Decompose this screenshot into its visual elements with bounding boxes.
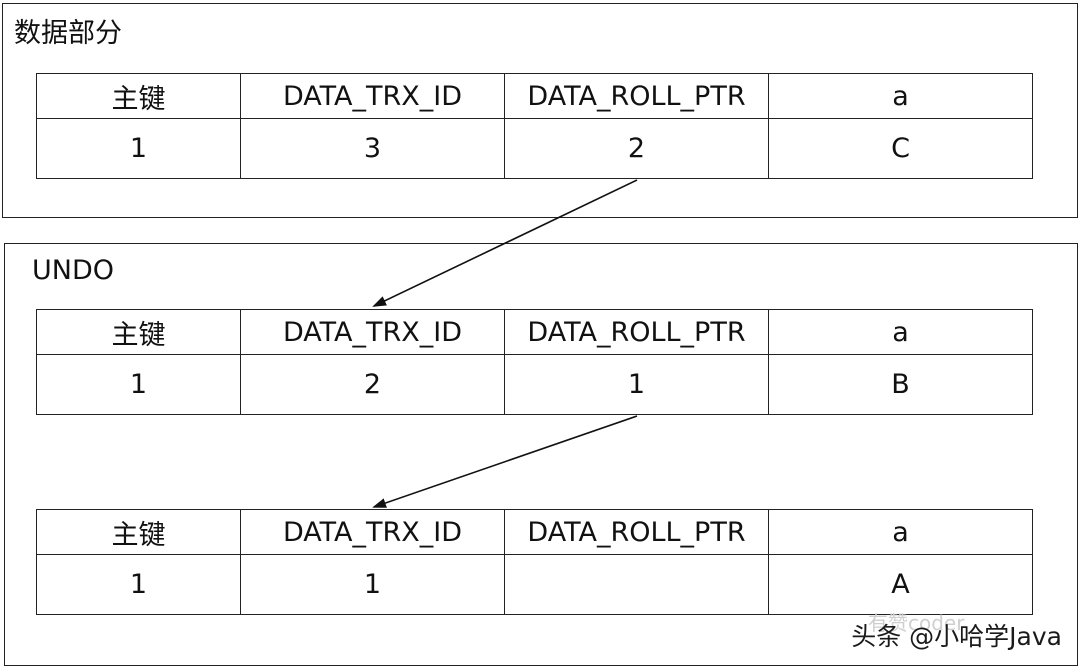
cell-data-trx-id: 3 [240,118,505,179]
header-data-roll-ptr: DATA_ROLL_PTR [504,509,769,555]
cell-data-trx-id: 1 [240,554,505,615]
table-header-row: 主键 DATA_TRX_ID DATA_ROLL_PTR a [36,73,1033,119]
cell-data-trx-id: 2 [240,354,505,415]
data-section-title: 数据部分 [14,18,122,49]
undo-record-table-2: 主键 DATA_TRX_ID DATA_ROLL_PTR a 1 1 A [36,509,1033,615]
table-header-row: 主键 DATA_TRX_ID DATA_ROLL_PTR a [36,509,1033,555]
header-data-trx-id: DATA_TRX_ID [240,309,505,355]
cell-primary-key: 1 [36,554,241,615]
current-record-table: 主键 DATA_TRX_ID DATA_ROLL_PTR a 1 3 2 C [36,73,1033,179]
table-row: 1 2 1 B [36,354,1033,415]
faint-watermark: 有赞coder [868,611,965,635]
cell-data-roll-ptr [504,554,769,615]
header-primary-key: 主键 [36,509,241,555]
header-data-trx-id: DATA_TRX_ID [240,73,505,119]
header-a: a [768,509,1033,555]
table-row: 1 1 A [36,554,1033,615]
cell-primary-key: 1 [36,118,241,179]
cell-data-roll-ptr: 2 [504,118,769,179]
header-data-roll-ptr: DATA_ROLL_PTR [504,309,769,355]
header-primary-key: 主键 [36,73,241,119]
undo-section-title: UNDO [32,255,115,286]
undo-record-table-1: 主键 DATA_TRX_ID DATA_ROLL_PTR a 1 2 1 B [36,309,1033,415]
cell-a: B [768,354,1033,415]
header-a: a [768,309,1033,355]
header-data-trx-id: DATA_TRX_ID [240,509,505,555]
cell-primary-key: 1 [36,354,241,415]
cell-a: A [768,554,1033,615]
header-primary-key: 主键 [36,309,241,355]
cell-data-roll-ptr: 1 [504,354,769,415]
table-header-row: 主键 DATA_TRX_ID DATA_ROLL_PTR a [36,309,1033,355]
header-data-roll-ptr: DATA_ROLL_PTR [504,73,769,119]
cell-a: C [768,118,1033,179]
watermark-text: 头条 @小哈学Java [851,622,1062,651]
header-a: a [768,73,1033,119]
table-row: 1 3 2 C [36,118,1033,179]
